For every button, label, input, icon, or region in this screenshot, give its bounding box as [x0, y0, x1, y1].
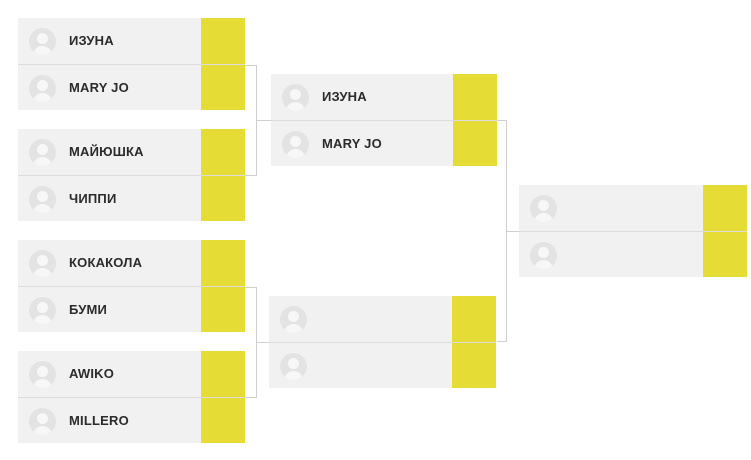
player-name: БУМИ	[69, 302, 108, 317]
score-cell	[453, 121, 497, 166]
player-name: MARY JO	[322, 136, 382, 151]
user-avatar-icon	[29, 297, 56, 324]
player-slot[interactable]: AWIKO	[18, 351, 245, 397]
score-cell	[703, 185, 747, 231]
score-cell	[703, 232, 747, 277]
player-name: MARY JO	[69, 80, 129, 95]
user-avatar-icon	[29, 361, 56, 388]
connector-r1m3-r1m4	[245, 287, 257, 398]
player-name: ИЗУНА	[69, 33, 114, 48]
round2-match-1: ИЗУНА MARY JO	[271, 74, 497, 167]
round1-match-4: AWIKO MILLERO	[18, 351, 245, 444]
connector-r1m1-r1m2	[245, 65, 257, 176]
round1-match-2: МАЙЮШКА ЧИППИ	[18, 129, 245, 222]
player-slot[interactable]: БУМИ	[18, 286, 245, 332]
player-slot[interactable]: ИЗУНА	[18, 18, 245, 64]
player-slot[interactable]: MILLERO	[18, 397, 245, 443]
player-slot[interactable]: МАЙЮШКА	[18, 129, 245, 175]
player-name: МАЙЮШКА	[69, 144, 144, 159]
score-cell	[201, 65, 245, 110]
score-cell	[452, 296, 496, 342]
player-slot[interactable]	[519, 231, 747, 277]
score-cell	[201, 351, 245, 397]
user-avatar-icon	[29, 408, 56, 435]
user-avatar-icon	[29, 139, 56, 166]
user-avatar-icon	[29, 186, 56, 213]
round1-match-1: ИЗУНА MARY JO	[18, 18, 245, 111]
connector-to-r2m1	[257, 120, 271, 121]
player-name: КОКАКОЛА	[69, 255, 143, 270]
player-slot[interactable]: КОКАКОЛА	[18, 240, 245, 286]
user-avatar-icon	[530, 195, 557, 222]
connector-to-r2m2	[257, 342, 269, 343]
player-name: ИЗУНА	[322, 89, 367, 104]
player-slot[interactable]	[269, 296, 496, 342]
player-slot[interactable]	[269, 342, 496, 388]
user-avatar-icon	[530, 242, 557, 269]
player-slot[interactable]: MARY JO	[18, 64, 245, 110]
player-name: AWIKO	[69, 366, 115, 381]
score-cell	[201, 129, 245, 175]
score-cell	[452, 343, 496, 388]
player-name: MILLERO	[69, 413, 129, 428]
user-avatar-icon	[282, 131, 309, 158]
user-avatar-icon	[29, 28, 56, 55]
user-avatar-icon	[282, 84, 309, 111]
round1-match-3: КОКАКОЛА БУМИ	[18, 240, 245, 333]
connector-to-final	[507, 231, 519, 232]
player-slot[interactable]	[519, 185, 747, 231]
player-slot[interactable]: MARY JO	[271, 120, 497, 166]
player-slot[interactable]: ЧИППИ	[18, 175, 245, 221]
user-avatar-icon	[29, 75, 56, 102]
score-cell	[201, 240, 245, 286]
score-cell	[201, 287, 245, 332]
score-cell	[453, 74, 497, 120]
round2-match-2	[269, 296, 496, 389]
score-cell	[201, 398, 245, 443]
player-slot[interactable]: ИЗУНА	[271, 74, 497, 120]
user-avatar-icon	[280, 353, 307, 380]
score-cell	[201, 176, 245, 221]
user-avatar-icon	[280, 306, 307, 333]
player-name: ЧИППИ	[69, 191, 117, 206]
connector-r2m1-r2m2	[497, 120, 507, 342]
final-match	[519, 185, 747, 278]
user-avatar-icon	[29, 250, 56, 277]
score-cell	[201, 18, 245, 64]
